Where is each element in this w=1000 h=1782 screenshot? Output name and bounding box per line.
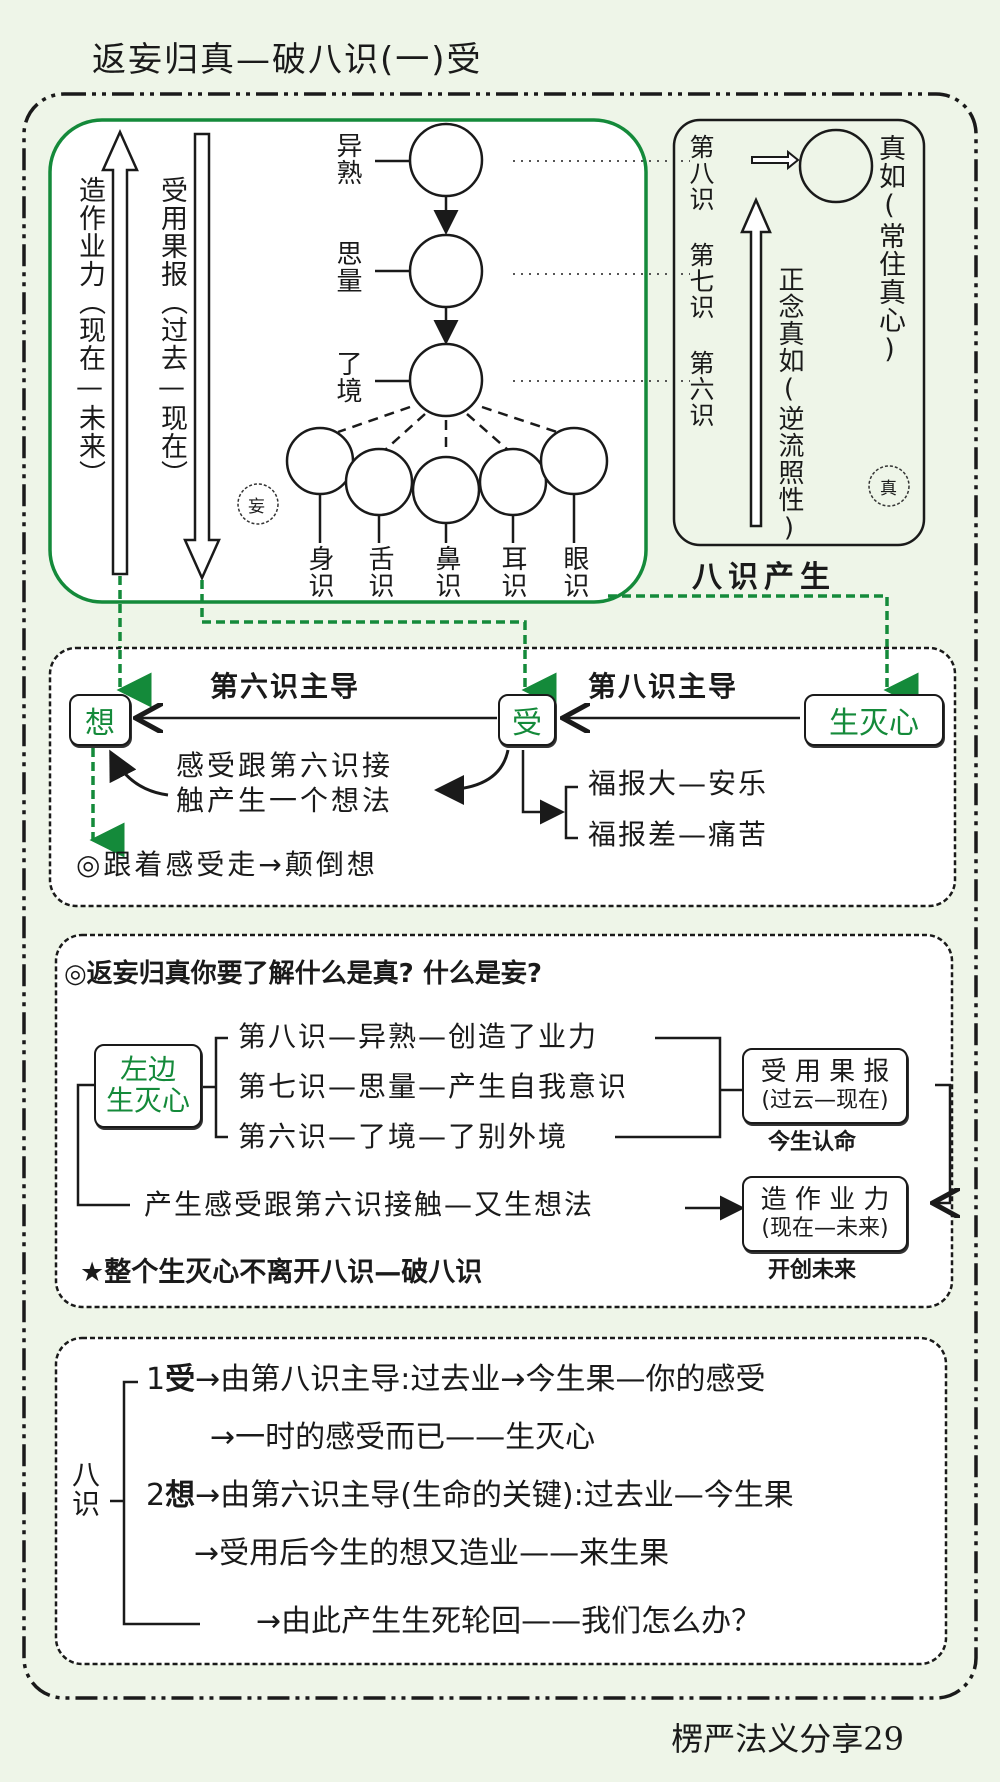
arrow-right-small — [751, 149, 800, 171]
box1-line2: (过云—现在) — [761, 1088, 889, 1114]
zhen-stamp-ring — [868, 465, 910, 507]
node-yishu — [408, 122, 484, 198]
label-eye-sense: 眼识 — [559, 545, 589, 599]
left-box-line1: 左边 — [119, 1053, 176, 1087]
left-box-line2: 生灭心 — [105, 1084, 190, 1117]
caption-accept-fate: 今生认命 — [768, 1130, 857, 1155]
feel-text-line2: 触产生一个想法 — [176, 784, 394, 817]
label-siliang: 思量 — [332, 240, 362, 294]
note-inverted-thought: ◎跟着感受走→颠倒想 — [76, 848, 378, 881]
box2-line2: (现在—未来) — [761, 1216, 889, 1242]
feel-text: 感受跟第六识接 触产生一个想法 — [176, 748, 393, 818]
box1-line1: 受 用 果 报 — [760, 1057, 890, 1088]
summary-line4: →受用后今生的想又造业——来生果 — [194, 1536, 670, 1571]
arrow-up-karma — [101, 128, 139, 576]
footer-series-label: 楞严法义分享29 — [671, 1720, 904, 1758]
summary-line3: 2想→由第六识主导(生命的关键):过去业—今生果 — [146, 1478, 794, 1514]
sense-ear — [478, 447, 548, 517]
node-xiang-label: 想 — [85, 706, 115, 741]
line1-key: 受 — [165, 1362, 196, 1397]
star-note: ★整个生灭心不离开八识—破八识 — [80, 1257, 483, 1288]
caption-eight-consciousness: 八识产生 — [692, 560, 836, 595]
node-xiang: 想 — [69, 694, 131, 746]
zhen-mind-box — [672, 118, 926, 547]
feel-text-line1: 感受跟第六识接 — [176, 749, 394, 782]
label-ear-sense: 耳识 — [497, 545, 527, 599]
label-eighth: 第八识 — [686, 134, 715, 212]
node-shengmiexin: 生灭心 — [804, 694, 944, 746]
node-shou: 受 — [498, 694, 556, 746]
fortune-bad: 福报差—痛苦 — [588, 818, 769, 851]
node-siliang — [408, 233, 484, 309]
line1-rest: →由第八识主导:过去业→今生果—你的感受 — [195, 1362, 766, 1397]
left-shengmiexin-box: 左边 生灭心 — [94, 1044, 202, 1128]
item-seventh: 第七识—思量—产生自我意识 — [238, 1070, 629, 1103]
summary-line5: →由此产生生死轮回——我们怎么办？ — [256, 1604, 762, 1639]
label-sixth-lead: 第六识主导 — [210, 670, 361, 703]
question-heading: ◎返妄归真你要了解什么是真? 什么是妄? — [64, 959, 542, 989]
label-liaojing: 了境 — [332, 350, 362, 404]
summary-line1: 1受→由第八识主导:过去业→今生果—你的感受 — [146, 1362, 765, 1398]
node-zhenru — [798, 128, 874, 204]
node-shou-label: 受 — [512, 706, 542, 741]
page-title: 返妄归真—破八识(一)受 — [92, 40, 483, 80]
zhen-stamp: 真 — [880, 479, 897, 499]
line1-num: 1 — [146, 1362, 166, 1397]
item-sixth: 第六识—了境—了别外境 — [238, 1120, 569, 1153]
box2-line1: 造 作 业 力 — [760, 1185, 890, 1216]
caption-create-future: 开创未来 — [768, 1258, 857, 1283]
node-shengmiexin-label: 生灭心 — [829, 706, 919, 741]
label-create-karma: 造作业力（现在—未来） — [74, 176, 105, 488]
label-nose-sense: 鼻识 — [431, 545, 461, 599]
label-zhenru: 真如(常住真心) — [874, 134, 905, 366]
sense-body — [285, 426, 355, 496]
box-receive-retribution: 受 用 果 报 (过云—现在) — [742, 1048, 908, 1124]
label-seventh: 第七识 — [686, 242, 715, 320]
sense-tongue — [344, 447, 414, 517]
line3-rest: →由第六识主导(生命的关键):过去业—今生果 — [195, 1478, 794, 1513]
item-eighth: 第八识—异熟—创造了业力 — [238, 1020, 599, 1053]
sense-eye — [539, 426, 609, 496]
line3-num: 2 — [146, 1478, 166, 1513]
fortune-good: 福报大—安乐 — [588, 767, 769, 800]
arrow-up-zhengnian — [740, 196, 772, 528]
bottom-flow: 产生感受跟第六识接触—又生想法 — [144, 1188, 595, 1221]
summary-frame — [54, 1336, 948, 1666]
arrow-down-retribution — [183, 132, 221, 582]
node-liaojing — [408, 342, 484, 418]
wang-stamp-ring — [237, 483, 279, 525]
box-create-karma: 造 作 业 力 (现在—未来) — [742, 1176, 908, 1252]
label-sixth: 第六识 — [686, 350, 715, 428]
summary-side-label: 八识 — [68, 1460, 101, 1518]
wang-stamp: 妄 — [248, 497, 265, 517]
label-body-sense: 身识 — [304, 545, 334, 599]
summary-line2: →一时的感受而已——生灭心 — [210, 1420, 596, 1455]
label-zhengnian: 正念真如(逆流照性) — [774, 266, 804, 544]
label-receive-retribution: 受用果报（过去—现在） — [156, 176, 187, 488]
label-yishu: 异熟 — [332, 132, 362, 186]
label-tongue-sense: 舌识 — [364, 545, 394, 599]
outer-frame — [22, 92, 978, 1700]
line3-key: 想 — [165, 1478, 196, 1513]
label-eighth-lead: 第八识主导 — [588, 670, 739, 703]
sense-nose — [411, 455, 481, 525]
middle-frame — [48, 646, 957, 908]
